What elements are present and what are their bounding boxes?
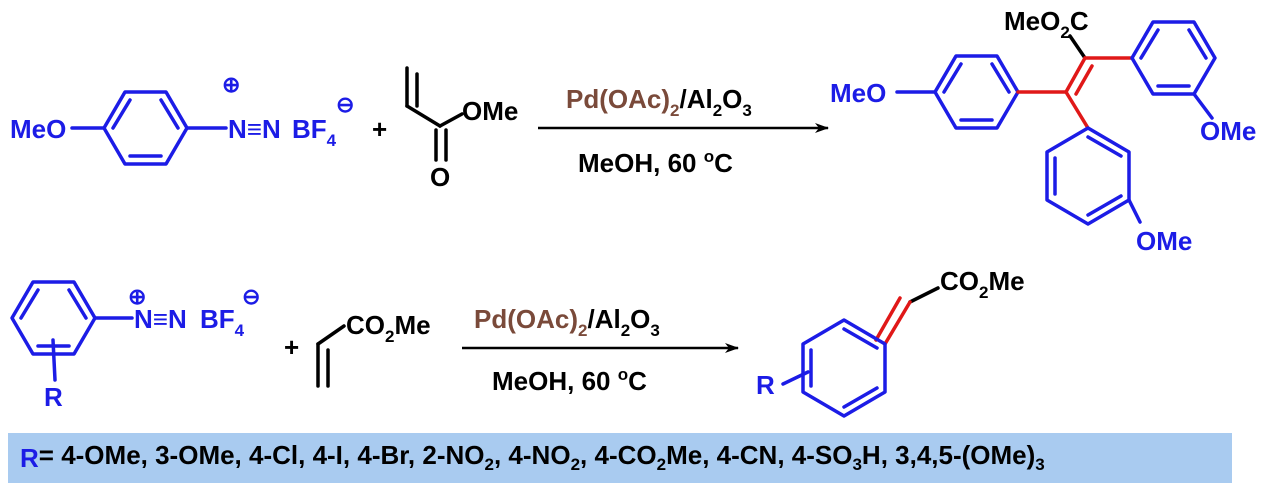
r2-r-bond bbox=[51, 338, 57, 382]
r1-prod-right-ring bbox=[1130, 20, 1217, 96]
r1-negative-charge: ⊖ bbox=[336, 92, 354, 117]
r1-ome-label: OMe bbox=[462, 96, 518, 126]
r2-prod-r-label: R bbox=[756, 370, 775, 400]
r1-diazonium-salt: MeO ⊕ N≡N BF4 ⊖ bbox=[10, 72, 354, 166]
r1-triaryl-acrylate-product: MeO2C MeO OMe bbox=[830, 6, 1256, 256]
r1-meo-label: MeO bbox=[10, 114, 66, 144]
r2-plus-sign: + bbox=[284, 332, 299, 362]
r2-positive-charge: ⊕ bbox=[128, 284, 146, 309]
r1-solvent-temp: MeOH, 60 oC bbox=[578, 147, 733, 178]
r1-counterion: BF4 bbox=[292, 114, 337, 150]
r2-prod-ester: CO2Me bbox=[940, 266, 1025, 302]
r1-benzene-ring bbox=[102, 90, 189, 166]
r2-diazo-group: N≡N bbox=[134, 304, 187, 334]
r1-prod-ome-bottom: OMe bbox=[1136, 226, 1192, 256]
r1-methyl-acrylate: OMe O bbox=[405, 66, 518, 192]
r2-methyl-acrylate: CO2Me bbox=[316, 310, 431, 388]
r1-prod-ome-right: OMe bbox=[1200, 116, 1256, 146]
r2-ester-label: CO2Me bbox=[346, 310, 431, 346]
r1-plus-sign: + bbox=[372, 114, 387, 144]
r2-catalyst: Pd(OAc)2/Al2O3 bbox=[474, 304, 660, 340]
r1-prod-left-ring bbox=[933, 54, 1020, 130]
substituent-list: R = 4-OMe, 3-OMe, 4-Cl, 4-I, 4-Br, 2-NO2… bbox=[8, 433, 1232, 483]
r2-prod-ring bbox=[801, 318, 887, 418]
r1-diazo-group: N≡N bbox=[228, 114, 281, 144]
r2-counterion: BF4 bbox=[200, 304, 245, 340]
r1-prod-bottom-ring bbox=[1045, 126, 1131, 226]
substituent-r-label: R bbox=[20, 442, 39, 473]
r1-positive-charge: ⊕ bbox=[222, 72, 240, 97]
r1-carbonyl-o: O bbox=[430, 162, 450, 192]
r2-reaction-arrow: Pd(OAc)2/Al2O3 MeOH, 60 oC bbox=[462, 304, 739, 396]
r2-diazonium-salt: R ⊕ N≡N BF4 ⊖ bbox=[10, 280, 260, 412]
r1-reaction-arrow: Pd(OAc)2/Al2O3 MeOH, 60 oC bbox=[538, 84, 829, 178]
r1-prod-meo-left: MeO bbox=[830, 78, 886, 108]
r1-prod-ester: MeO2C bbox=[1004, 6, 1089, 42]
r2-cinnamate-product: CO2Me R bbox=[756, 266, 1025, 418]
r1-catalyst: Pd(OAc)2/Al2O3 bbox=[566, 84, 752, 120]
r2-negative-charge: ⊖ bbox=[242, 284, 260, 309]
substituent-text: = 4-OMe, 3-OMe, 4-Cl, 4-I, 4-Br, 2-NO2, … bbox=[38, 440, 1045, 475]
r2-solvent-temp: MeOH, 60 oC bbox=[492, 365, 647, 396]
r2-r-label: R bbox=[44, 382, 63, 412]
